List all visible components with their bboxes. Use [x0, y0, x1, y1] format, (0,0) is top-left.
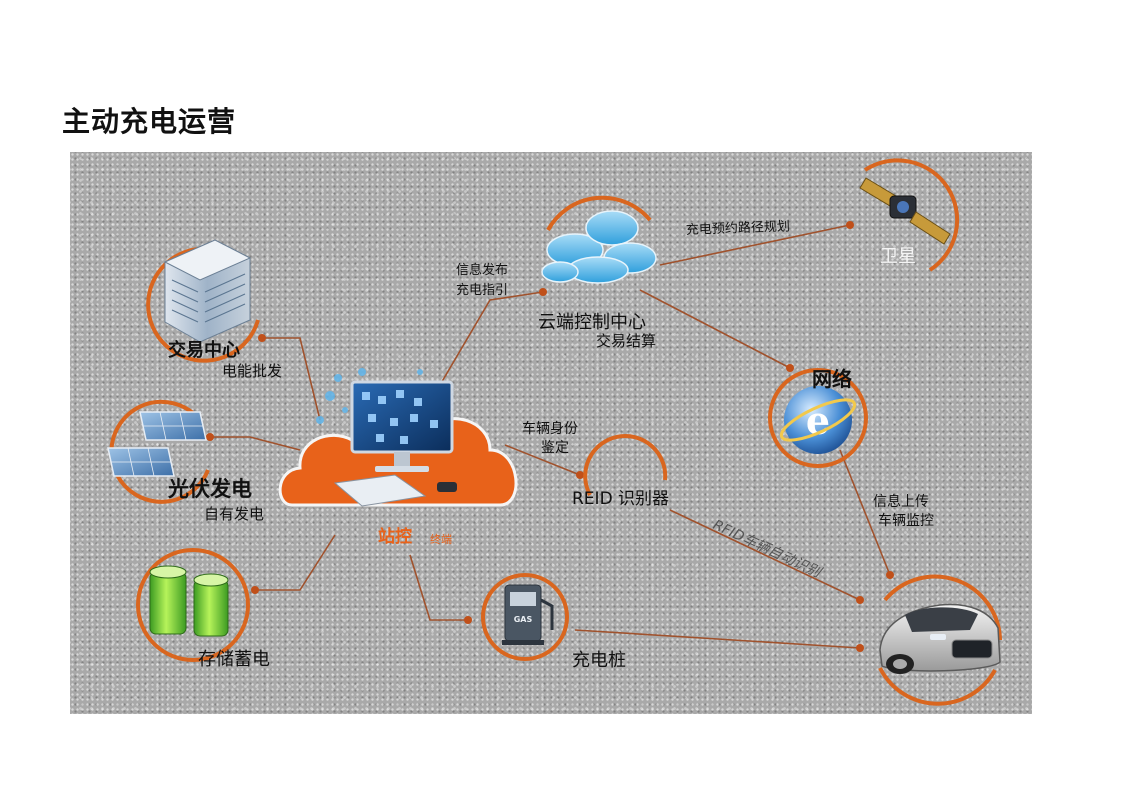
satellite-label: 卫星 [880, 246, 916, 267]
node-solar: 光伏发电 自有发电 [107, 399, 264, 523]
battery-icon [149, 565, 229, 637]
node-storage: 存储蓄电 [136, 548, 270, 670]
solar-sublabel: 自有发电 [204, 505, 264, 523]
node-ring [136, 548, 250, 662]
node-satellite: 卫星 [859, 158, 960, 272]
node-ring [863, 158, 960, 272]
edge-route-planning: 充电预约路径规划 [686, 218, 791, 238]
line-station-pile [409, 554, 468, 621]
network-label: 网络 [812, 367, 852, 391]
cloud-icon [541, 210, 657, 284]
node-car [878, 574, 1002, 706]
solar-panel-icon [107, 411, 207, 477]
keyboard-icon [333, 474, 457, 507]
cloud-center-sublabel: 交易结算 [596, 332, 656, 350]
building-icon [163, 239, 252, 343]
line-pile-car [574, 629, 861, 649]
edge-info-upload-line1: 信息上传 [873, 493, 929, 510]
station-label-main: 站控 [378, 526, 412, 547]
line-cloud-satellite [659, 224, 851, 266]
node-ring [481, 573, 569, 661]
line-storage-station [255, 534, 336, 591]
edge-rfid-auto: RFID车辆自动识别 [710, 517, 824, 582]
line-cloud-network [639, 289, 791, 369]
node-charging-pile: GAS 充电桩 [481, 573, 626, 671]
line-trade-station [262, 337, 321, 421]
edge-info-publish-line1: 信息发布 [456, 262, 508, 278]
floating-app-icons [316, 368, 423, 424]
trade-center-label: 交易中心 [168, 339, 240, 361]
connection-dots [206, 221, 894, 652]
node-ring [146, 246, 260, 363]
station-label-sub: 终端 [430, 532, 452, 546]
solar-label: 光伏发电 [167, 477, 252, 501]
line-station-rfid [504, 444, 581, 476]
line-station-cloud [439, 291, 544, 386]
edge-info-upload-line2: 车辆监控 [878, 512, 934, 529]
node-station: 站控 终端 [278, 368, 518, 547]
internet-globe-icon: e [779, 386, 857, 454]
car-icon [879, 603, 1001, 674]
charging-pile-label: 充电桩 [572, 650, 626, 671]
connection-lines [210, 224, 891, 649]
edge-vehicle-identity-line1: 车辆身份 [522, 420, 578, 437]
node-ring [878, 574, 1002, 706]
satellite-icon [859, 177, 951, 245]
node-trade-center: 交易中心 电能批发 [146, 239, 282, 380]
line-network-car [839, 449, 891, 576]
page-title: 主动充电运营 [62, 105, 237, 138]
storage-label: 存储蓄电 [198, 649, 270, 670]
node-cloud-center: 云端控制中心 交易结算 [538, 195, 657, 350]
node-ring [768, 368, 868, 468]
trade-center-sublabel: 电能批发 [222, 362, 282, 380]
rfid-reader-label: REID 识别器 [572, 489, 669, 509]
line-solar-station [210, 436, 301, 451]
node-ring [546, 195, 652, 231]
cloud-center-label: 云端控制中心 [538, 312, 646, 333]
node-ring [583, 434, 668, 496]
gas-pump-icon: GAS [502, 584, 554, 645]
pump-text: GAS [514, 615, 533, 624]
node-rfid-reader: REID 识别器 [572, 434, 669, 509]
edge-info-publish-line2: 充电指引 [456, 282, 508, 298]
edge-vehicle-identity-line2: 鉴定 [541, 440, 569, 456]
node-network: e 网络 [768, 367, 868, 468]
computer-monitor-icon [350, 380, 454, 472]
line-rfid-car [669, 509, 861, 601]
